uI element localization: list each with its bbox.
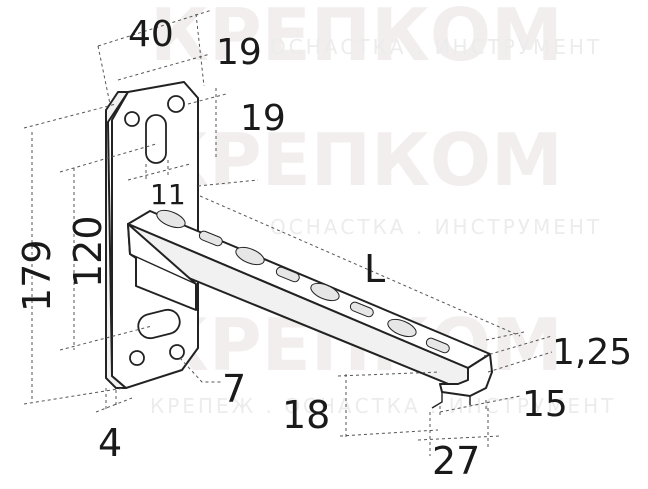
watermark-tagline-mid: ОСНАСТКА . ИНСТРУМЕНТ — [270, 215, 602, 239]
watermark: КРЕПКОМ КРЕПКОМ КРЕПКОМ ОСНАСТКА . ИНСТР… — [150, 0, 616, 418]
dim-label-19-h: 19 — [216, 32, 262, 73]
arm-slot-3 — [349, 301, 374, 318]
dim-line-179 — [23, 103, 125, 405]
dim-label-7: 7 — [222, 367, 246, 411]
watermark-brand-top: КРЕПКОМ — [150, 0, 563, 77]
dim-line-18 — [337, 371, 441, 438]
dim-ext-40-right — [195, 13, 205, 87]
plate-hole-bottom-right — [169, 344, 185, 360]
arm-end-profile — [439, 353, 493, 397]
arm-hole-4 — [387, 318, 417, 338]
watermark-brand-mid: КРЕПКОМ — [150, 118, 563, 202]
arm-slot-1 — [198, 230, 223, 247]
dim-line-19-v — [187, 88, 227, 160]
dim-label-1-25: 1,25 — [552, 332, 632, 373]
dim-label-15: 15 — [522, 384, 568, 425]
dimension-lines — [23, 9, 553, 456]
dimension-labels: 40 19 19 11 120 179 4 7 L 1,25 18 15 27 — [15, 14, 632, 483]
arm-hole-2 — [235, 246, 265, 266]
dim-leader-7 — [179, 357, 222, 383]
dim-label-27: 27 — [432, 439, 480, 483]
watermark-tagline-bottom: КРЕПЕЖ . ОСНАСТКА . ИНСТРУМЕНТ — [150, 394, 616, 418]
dim-line-L — [197, 179, 525, 341]
dim-label-4: 4 — [98, 421, 122, 465]
arm-slot-4 — [425, 337, 450, 354]
dim-label-40: 40 — [128, 14, 174, 55]
strut-arm — [127, 209, 493, 409]
dim-label-L: L — [364, 247, 385, 291]
wall-plate — [105, 81, 199, 389]
dim-label-179: 179 — [15, 239, 59, 312]
arm-hole-1 — [156, 209, 186, 229]
arm-bottom-edge — [129, 253, 197, 285]
dim-line-15 — [439, 395, 521, 418]
arm-hole-3 — [310, 282, 340, 302]
dim-ext-40-left — [97, 45, 111, 105]
dim-line-1-25 — [483, 335, 553, 373]
plate-hole-top — [167, 95, 185, 113]
dim-label-120: 120 — [66, 215, 110, 288]
arm-slot-2 — [275, 266, 300, 283]
plate-slot-upper — [145, 114, 167, 164]
dim-line-11 — [127, 160, 191, 181]
dim-line-4 — [95, 388, 133, 413]
dim-line-27 — [417, 408, 501, 456]
watermark-tagline-top: ОСНАСТКА . ИНСТРУМЕНТ — [270, 35, 602, 59]
plate-slot-lower — [137, 308, 181, 340]
plate-hole-bottom-left — [129, 350, 145, 366]
dim-line-120 — [59, 143, 157, 351]
dim-line-19-h — [117, 53, 211, 81]
plate-hole-top-left — [124, 111, 140, 127]
dim-label-19-v: 19 — [240, 98, 286, 139]
dim-label-11: 11 — [150, 178, 186, 211]
dim-line-40 — [97, 9, 213, 47]
dim-label-18: 18 — [282, 393, 330, 437]
arm-end-lip — [431, 392, 443, 409]
